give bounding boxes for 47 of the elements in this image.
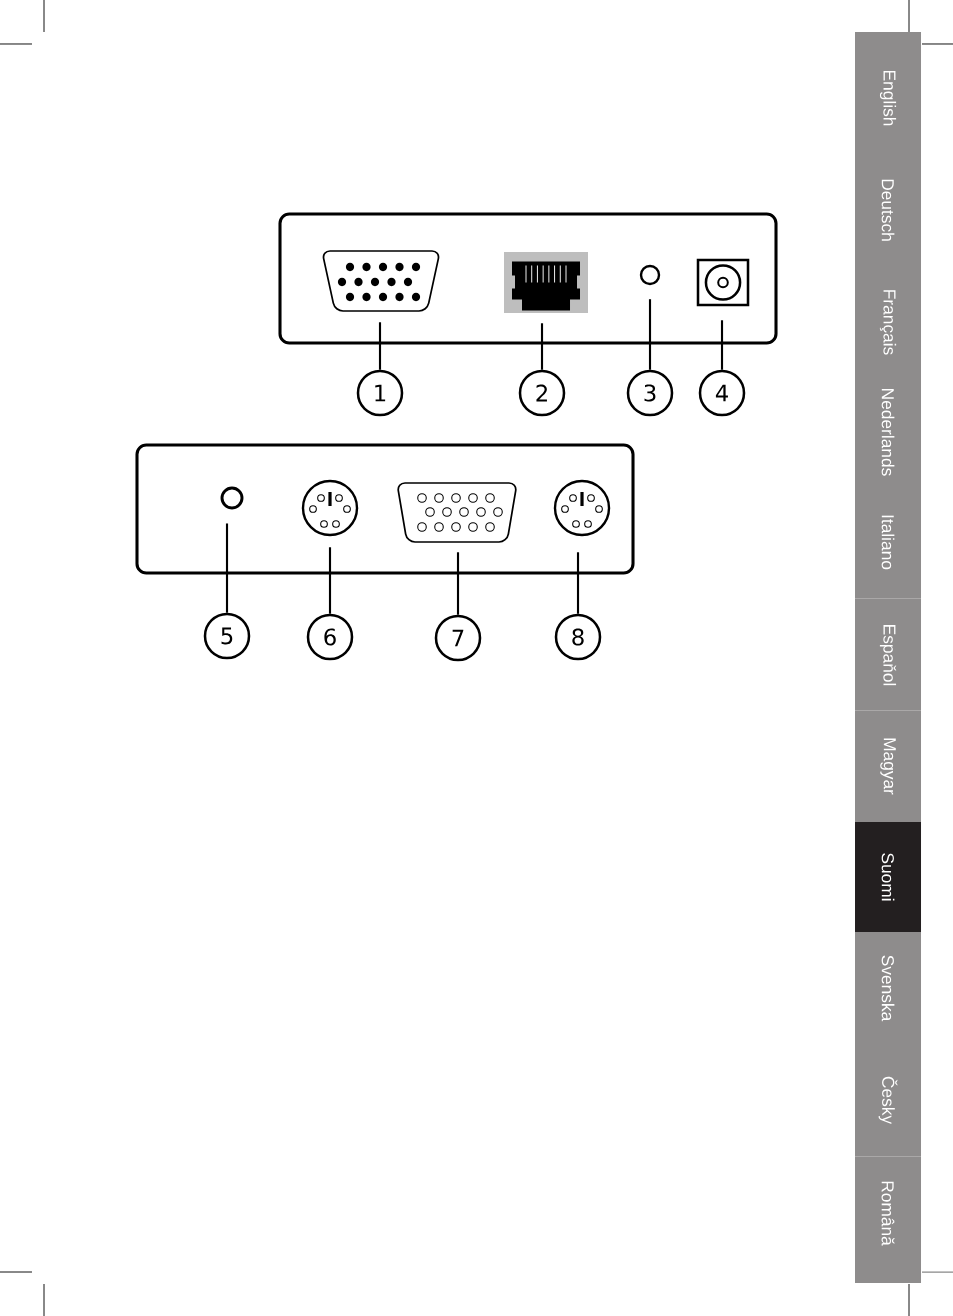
callout-number: 1 — [356, 369, 404, 417]
callout-number: 7 — [434, 614, 482, 662]
callout-number: 8 — [554, 613, 602, 661]
language-tab: Česky — [855, 1044, 921, 1157]
leader-line — [225, 523, 229, 613]
language-tab: Română — [855, 1156, 921, 1283]
language-tab: Deutsch — [855, 154, 921, 266]
language-tab: Français — [855, 266, 921, 377]
node-label: Română — [881, 1181, 895, 1246]
vga-port — [397, 482, 517, 543]
selected-language-tab: Suomi — [855, 822, 921, 932]
mini-din-port — [301, 479, 359, 537]
led-indicator — [639, 264, 661, 286]
node-label: English — [879, 71, 897, 126]
power-jack — [696, 258, 750, 307]
language-tab: Italiano — [855, 487, 921, 599]
leader-line — [720, 320, 724, 370]
indicator-hole — [220, 486, 244, 510]
node-label: Magyar — [880, 738, 896, 795]
mini-din-port — [553, 479, 611, 537]
language-tab: Nederlands — [855, 377, 921, 487]
leader-line — [540, 323, 544, 370]
ethernet-port — [504, 252, 588, 313]
language-tab: Espaňol — [855, 598, 921, 711]
device-panel — [135, 443, 635, 575]
device-panel — [278, 212, 778, 345]
language-tab: English — [855, 32, 921, 154]
node-label: Espaňol — [879, 625, 897, 686]
leader-line — [328, 547, 332, 614]
node-label: Nederlands — [881, 389, 895, 476]
callout-number: 6 — [306, 613, 354, 661]
callout-number: 4 — [698, 369, 746, 417]
leader-line — [456, 552, 460, 615]
leader-line — [378, 322, 382, 370]
node-label: Deutsch — [881, 179, 895, 241]
node-label: Česky — [878, 1076, 898, 1125]
language-tab: Magyar — [855, 710, 921, 822]
leader-line — [576, 552, 580, 614]
node-label: Svenska — [881, 955, 895, 1022]
language-tab: Svenska — [855, 932, 921, 1044]
callout-number: 5 — [203, 612, 251, 660]
callout-number: 2 — [518, 369, 566, 417]
vga-port — [322, 250, 440, 312]
node-label: Français — [879, 290, 897, 355]
node-label: Italiano — [881, 515, 895, 570]
callout-number: 3 — [626, 369, 674, 417]
leader-line — [648, 299, 652, 370]
